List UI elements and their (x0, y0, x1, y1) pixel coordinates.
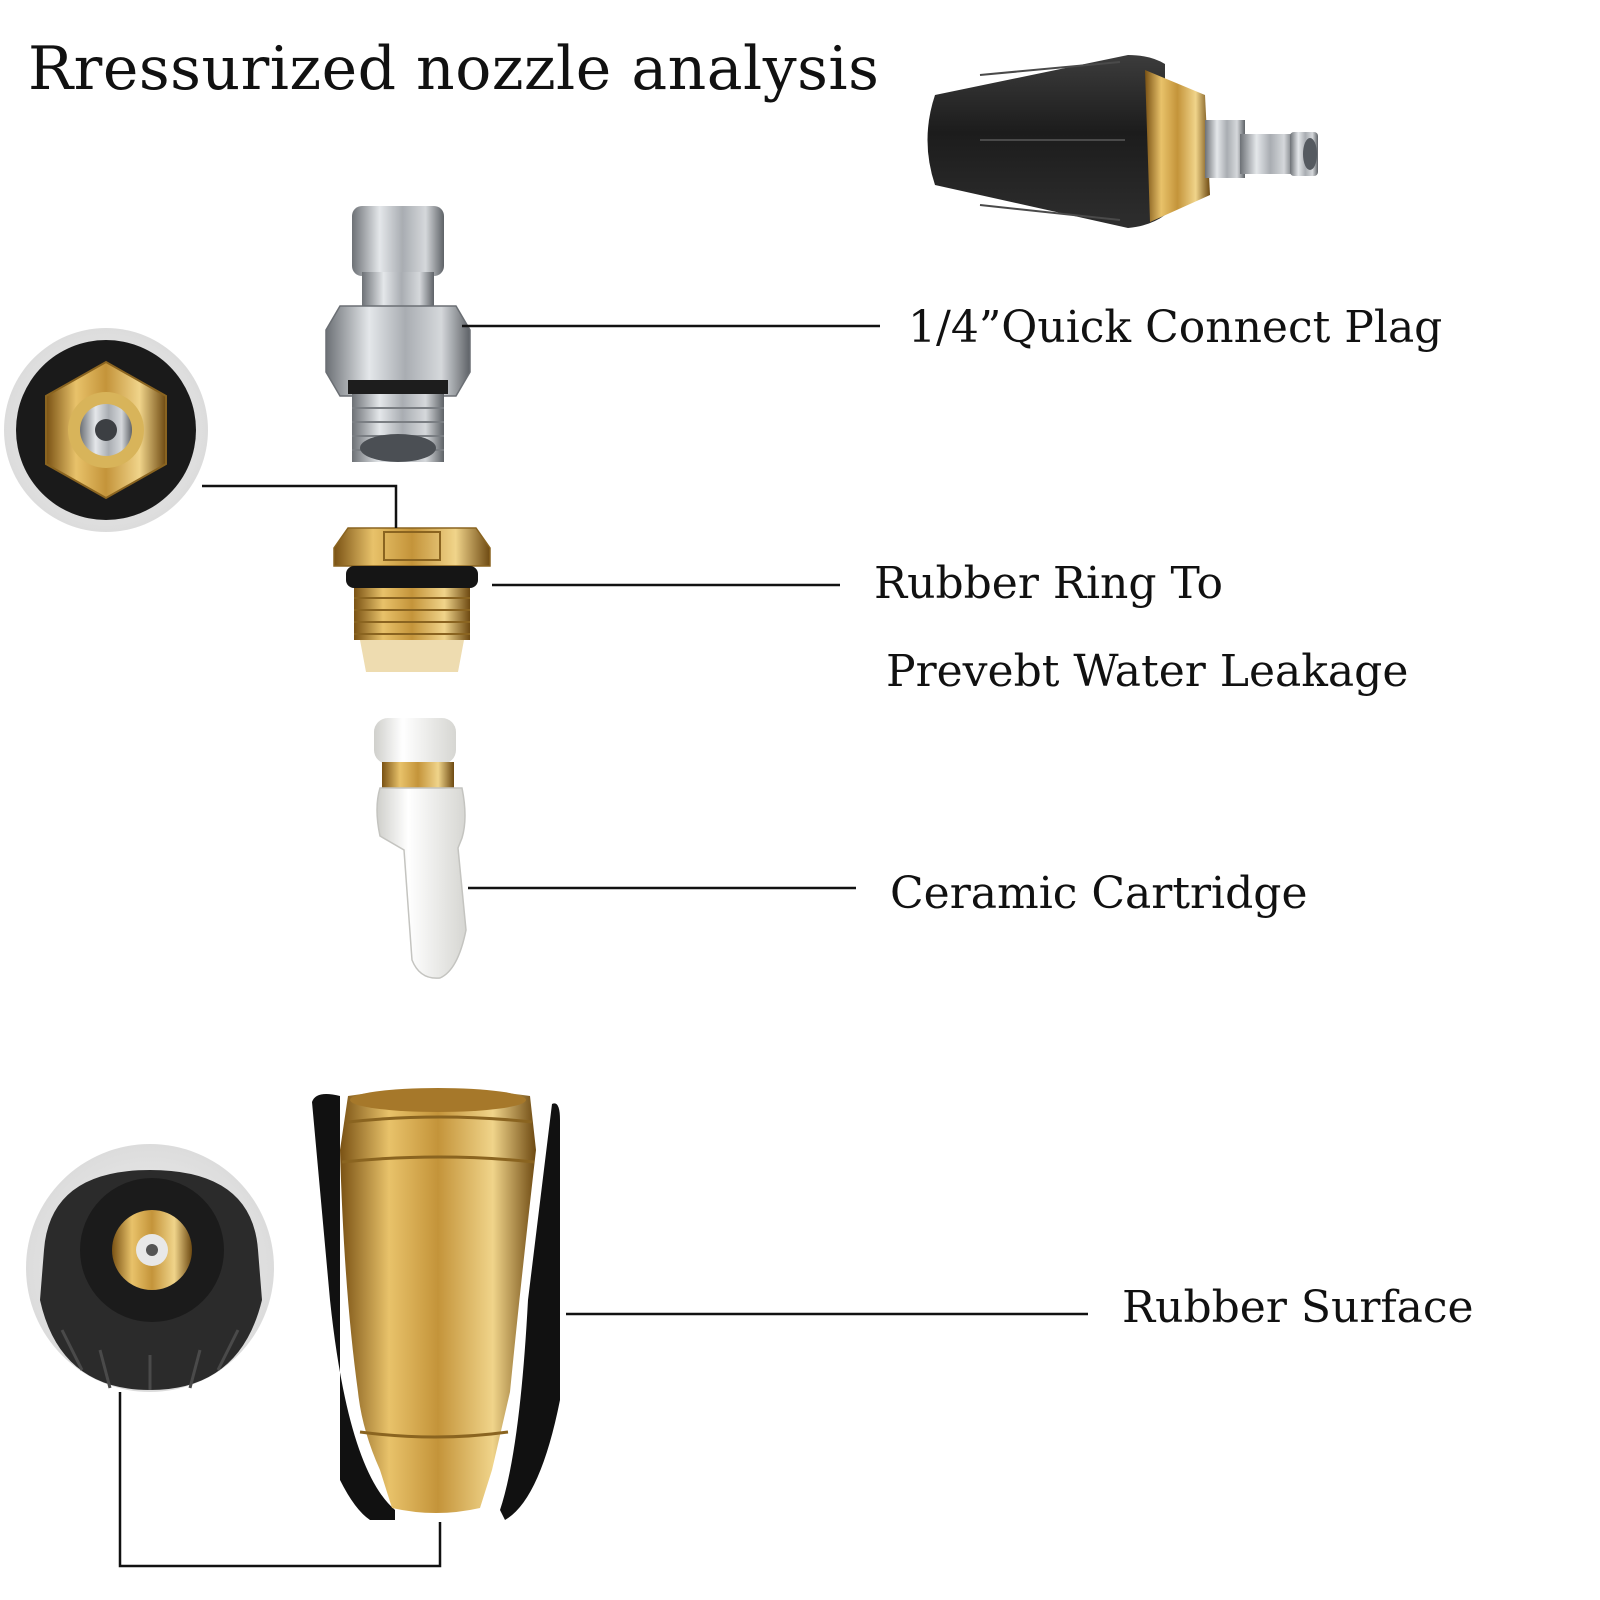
ring-label-line-1: Rubber Ring To (874, 562, 1223, 606)
ceramic-label: Ceramic Cartridge (890, 872, 1307, 916)
ceramic-cartridge-image (374, 718, 466, 978)
assembled-nozzle-image (928, 55, 1319, 228)
end-view-leader-line (202, 486, 396, 528)
brass-end-view-image (4, 328, 208, 532)
leader-lines (120, 326, 1088, 1566)
nozzle-body-image (312, 1088, 560, 1520)
rubber-surface-label: Rubber Surface (1122, 1286, 1474, 1330)
brass-insert-image (334, 528, 490, 672)
plug-label: 1/4”Quick Connect Plag (908, 306, 1442, 350)
rubber-tip-view-image (26, 1144, 274, 1392)
ring-label-line-2: Prevebt Water Leakage (886, 650, 1408, 694)
quick-connect-plug-image (326, 206, 470, 462)
